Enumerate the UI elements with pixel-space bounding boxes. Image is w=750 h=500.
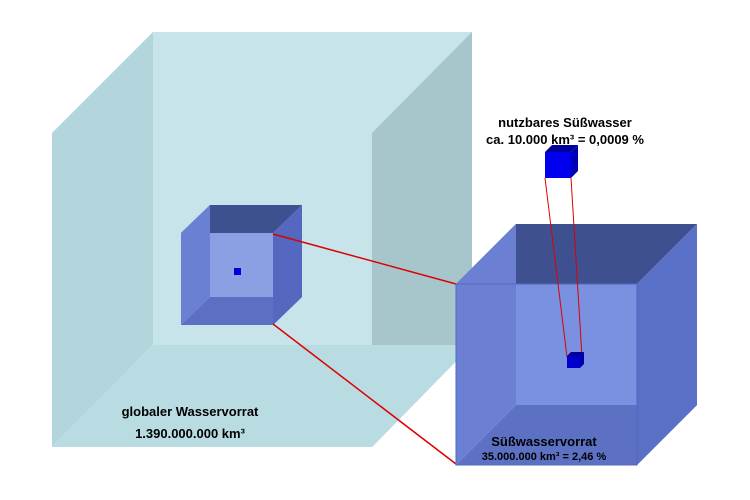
- usable-water-volume: ca. 10.000 km³ = 0,0009 %: [486, 132, 644, 147]
- usable-water-connector: [544, 177, 583, 358]
- connector-lines: [272, 233, 457, 465]
- usable-water-cube-small: [567, 352, 584, 368]
- usable-cube-top: [545, 145, 578, 152]
- fresh-large-top-face: [456, 224, 697, 284]
- fresh-small-inner-face: [210, 233, 273, 297]
- fresh-water-cube-small: [181, 205, 302, 325]
- usable-small-side: [580, 352, 584, 368]
- usable-water-label: nutzbares Süßwasser: [498, 115, 632, 130]
- fresh-water-label: Süßwasservorrat: [491, 434, 597, 449]
- usable-small-front: [567, 356, 580, 368]
- global-water-label: globaler Wasservorrat: [121, 404, 259, 419]
- global-cube-bottom-face: [52, 345, 472, 447]
- fresh-water-cube-large: [455, 224, 697, 466]
- usable-water-dot-small: [234, 268, 241, 275]
- fresh-small-top-face: [181, 205, 302, 233]
- usable-cube-front: [545, 152, 571, 178]
- global-water-volume: 1.390.000.000 km³: [135, 426, 245, 441]
- fresh-water-volume: 35.000.000 km³ = 2,46 %: [481, 451, 607, 463]
- global-cube-left-face: [52, 32, 153, 447]
- usable-small-top: [567, 352, 584, 356]
- usable-water-cube: [545, 145, 578, 178]
- fresh-large-front-border: [455, 283, 638, 466]
- fresh-small-bottom-face: [181, 297, 302, 325]
- fresh-small-right-face: [273, 205, 302, 325]
- fresh-small-left-face: [181, 205, 210, 325]
- global-cube-right-face: [372, 32, 472, 447]
- connector-line-bottom: [272, 323, 457, 465]
- usable-connector-left: [544, 177, 568, 358]
- fresh-large-right-face: [637, 224, 697, 465]
- fresh-large-inner-face: [516, 284, 637, 405]
- usable-connector-right: [570, 177, 583, 358]
- connector-line-top: [272, 233, 457, 285]
- usable-cube-side: [571, 145, 578, 178]
